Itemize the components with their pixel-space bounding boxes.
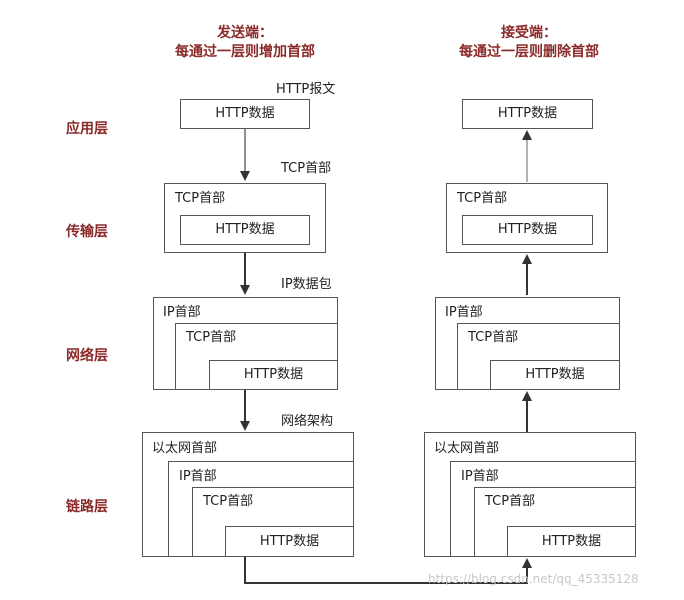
receiver-transport-segment xyxy=(446,183,608,253)
sender-network-tcp-header: TCP首部 xyxy=(186,330,237,345)
note-ip-packet: IP数据包 xyxy=(281,277,332,292)
watermark: https://blog.csdn.net/qq_45335128 xyxy=(428,572,639,586)
receiver-network-http-data: HTTP数据 xyxy=(490,360,620,390)
sender-transport-tcp-header: TCP首部 xyxy=(175,191,226,206)
sender-title: 发送端： 每通过一层则增加首部 xyxy=(140,24,350,62)
sender-link-ip-header: IP首部 xyxy=(179,469,217,484)
receiver-link-ethernet-header: 以太网首部 xyxy=(434,441,500,456)
receiver-link-tcp-header: TCP首部 xyxy=(485,494,536,509)
note-frame: 网络架构 xyxy=(281,414,334,429)
receiver-transport-http-data: HTTP数据 xyxy=(462,215,593,245)
layer-label-network: 网络层 xyxy=(66,348,108,364)
physical-link-connector xyxy=(244,557,532,584)
layer-label-link: 链路层 xyxy=(66,499,108,515)
receiver-title: 接受端： 每通过一层则删除首部 xyxy=(424,24,634,62)
receiver-title-line1: 接受端： xyxy=(501,25,557,41)
sender-title-line1: 发送端： xyxy=(217,25,273,41)
receiver-transport-tcp-header: TCP首部 xyxy=(457,191,508,206)
receiver-network-tcp-header: TCP首部 xyxy=(468,330,519,345)
sender-transport-http-data: HTTP数据 xyxy=(180,215,310,245)
sender-link-http-data: HTTP数据 xyxy=(225,526,354,557)
note-tcp-header: TCP首部 xyxy=(281,161,332,176)
receiver-title-line2: 每通过一层则删除首部 xyxy=(459,44,599,60)
sender-transport-segment xyxy=(164,183,326,253)
layer-label-application: 应用层 xyxy=(66,121,108,137)
sender-network-ip-header: IP首部 xyxy=(163,305,201,320)
receiver-network-ip-header: IP首部 xyxy=(445,305,483,320)
receiver-app-http-data: HTTP数据 xyxy=(462,99,593,129)
sender-network-http-data: HTTP数据 xyxy=(209,360,338,390)
note-http-message: HTTP报文 xyxy=(276,82,336,97)
receiver-link-ip-header: IP首部 xyxy=(461,469,499,484)
sender-link-tcp-header: TCP首部 xyxy=(203,494,254,509)
sender-app-http-data: HTTP数据 xyxy=(180,99,310,129)
receiver-link-http-data: HTTP数据 xyxy=(507,526,636,557)
sender-link-ethernet-header: 以太网首部 xyxy=(152,441,218,456)
sender-title-line2: 每通过一层则增加首部 xyxy=(175,44,315,60)
layer-label-transport: 传输层 xyxy=(66,224,108,240)
